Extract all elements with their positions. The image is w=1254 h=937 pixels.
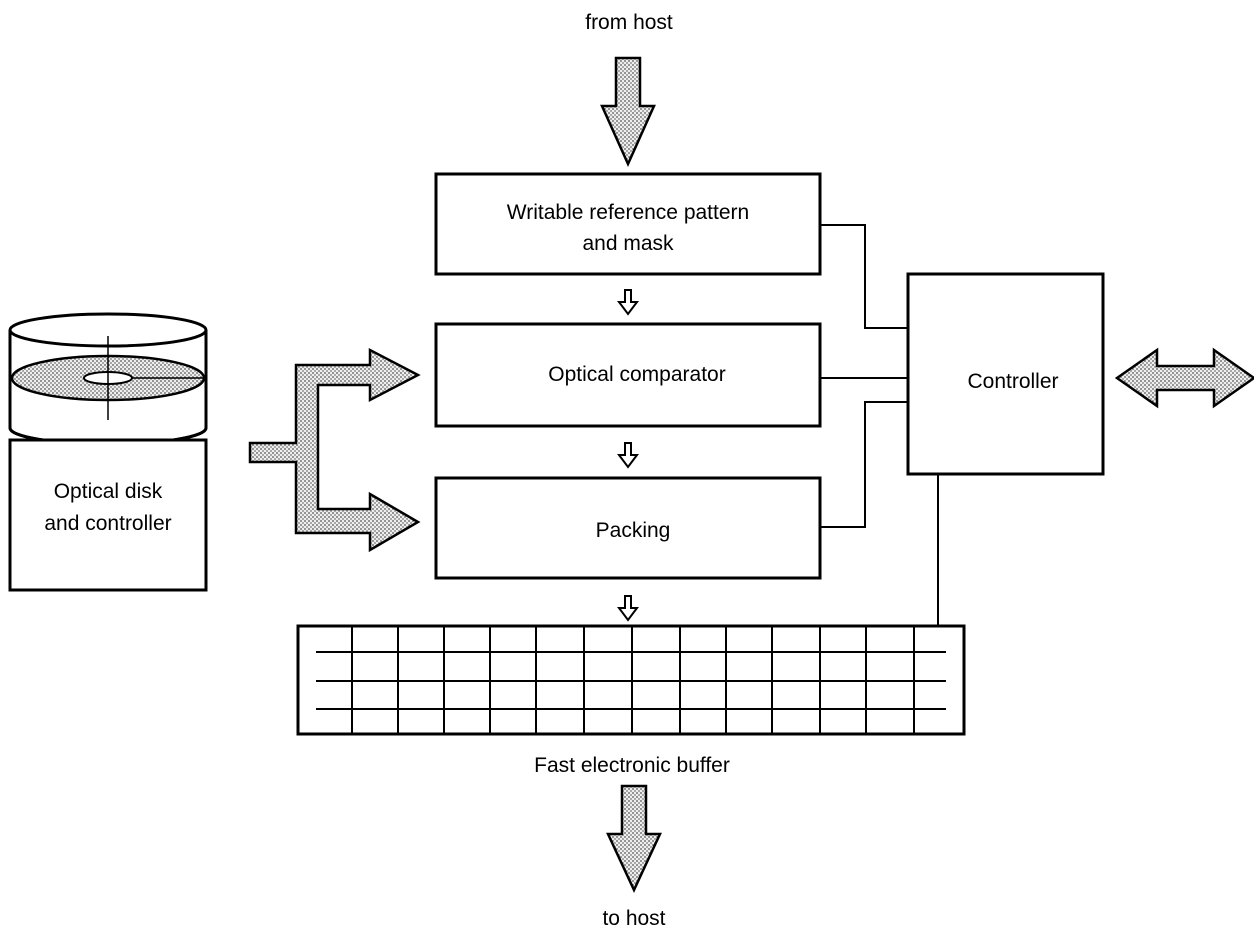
controller-label: Controller <box>967 370 1058 393</box>
disk-label-line1: Optical disk <box>54 480 163 503</box>
electronic-buffer-grid <box>296 624 966 736</box>
comparator-label: Optical comparator <box>548 363 725 386</box>
controller-box: Controller <box>906 272 1105 476</box>
from-host-label: from host <box>585 11 673 34</box>
external-bidirectional-arrow <box>1114 347 1254 409</box>
to-host-label: to host <box>602 907 665 930</box>
host-input-arrow <box>600 56 656 168</box>
flow-arrow-2 <box>617 442 639 469</box>
optical-comparator-box: Optical comparator <box>434 322 822 428</box>
packing-label: Packing <box>596 519 671 542</box>
reference-pattern-box: Writable reference pattern and mask <box>434 172 822 276</box>
optical-disk-icon <box>8 312 208 446</box>
buffer-label: Fast electronic buffer <box>534 754 730 777</box>
host-output-arrow <box>606 784 662 893</box>
packing-box: Packing <box>434 476 822 580</box>
disk-controller-box: Optical disk and controller <box>8 438 208 592</box>
controller-connections <box>820 224 939 626</box>
flow-arrow-1 <box>617 289 639 316</box>
disk-label-line2: and controller <box>44 512 171 535</box>
reference-line1: Writable reference pattern <box>507 201 749 224</box>
disk-data-arrow <box>248 347 421 553</box>
reference-line2: and mask <box>582 232 674 255</box>
flow-arrow-3 <box>617 595 639 622</box>
